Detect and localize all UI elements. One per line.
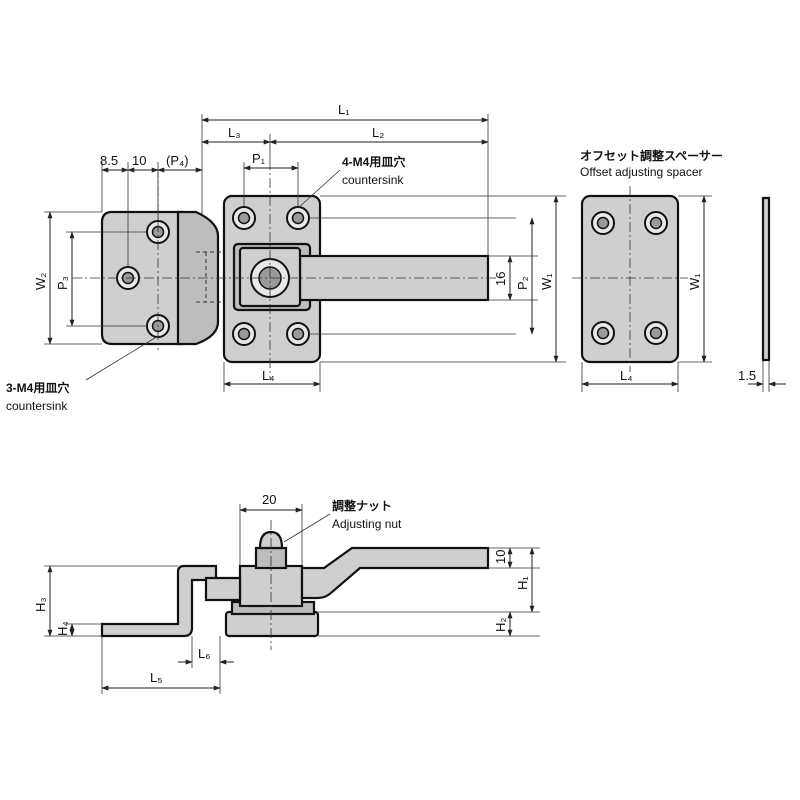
- dim-l4: L₄: [262, 368, 275, 383]
- dim-10-side: 10: [493, 550, 508, 564]
- note-left-countersink-jp: 3-M4用皿穴: [6, 380, 69, 395]
- dim-l2: L₂: [372, 125, 384, 140]
- base-side: [224, 610, 320, 638]
- spacer-title-jp: オフセット調整スペーサー: [580, 148, 723, 163]
- note-top-countersink-jp: 4-M4用皿穴: [342, 154, 405, 169]
- dim-p1: P₁: [252, 151, 266, 166]
- dim-h4: H₄: [55, 621, 70, 636]
- spacer-hole-bl: [591, 321, 615, 345]
- side-view: 20 調整ナット Adjusting nut 10 H₁ H₂ H₃ H₄ L₆…: [33, 492, 540, 694]
- dim-l4-spacer: L₄: [620, 368, 633, 383]
- dim-l3: L₃: [228, 125, 241, 140]
- spacer-hole-br: [644, 321, 668, 345]
- dim-h3: H₃: [33, 597, 48, 612]
- note-nut-en: Adjusting nut: [332, 517, 402, 531]
- dim-10-top: 10: [132, 153, 146, 168]
- spacer-hole-tl: [591, 211, 615, 235]
- base-hole-tr: [286, 206, 310, 230]
- dim-20: 20: [262, 492, 276, 507]
- top-view: L₁ L₃ L₂ P₁ 8.5 10 (P₄) W₂ P₃ L₄ 16 P₂ W…: [6, 102, 566, 413]
- lever-side: [204, 576, 242, 602]
- dim-l6: L₆: [198, 646, 210, 661]
- dim-p4: (P₄): [166, 153, 189, 168]
- spacer-side: [761, 196, 771, 362]
- dim-16: 16: [493, 272, 508, 286]
- receiver-plate: [100, 210, 184, 346]
- base-hole-br: [286, 322, 310, 346]
- dim-p3: P₃: [55, 276, 70, 290]
- note-nut-jp: 調整ナット: [332, 498, 392, 513]
- lever-arm-side: [300, 546, 490, 600]
- dim-h1: H₁: [515, 576, 530, 590]
- dim-w1: W₁: [539, 273, 554, 290]
- receiver-hook-side: [100, 564, 218, 638]
- note-top-countersink-en: countersink: [342, 173, 404, 187]
- spacer-hole-tr: [644, 211, 668, 235]
- dim-1-5: 1.5: [738, 368, 756, 383]
- dim-l5: L₅: [150, 670, 162, 685]
- spacer-view: オフセット調整スペーサー Offset adjusting spacer W₁ …: [572, 148, 786, 392]
- base-hole-bl: [232, 322, 256, 346]
- spacer-title-en: Offset adjusting spacer: [580, 165, 703, 179]
- base-hole-tl: [232, 206, 256, 230]
- dim-h2: H₂: [493, 618, 508, 632]
- dim-8-5: 8.5: [100, 153, 118, 168]
- dim-w2: W₂: [33, 273, 48, 290]
- note-left-countersink-en: countersink: [6, 399, 68, 413]
- dim-w1-spacer: W₁: [687, 273, 702, 290]
- dim-l1: L₁: [338, 102, 350, 117]
- dim-p2: P₂: [515, 276, 530, 290]
